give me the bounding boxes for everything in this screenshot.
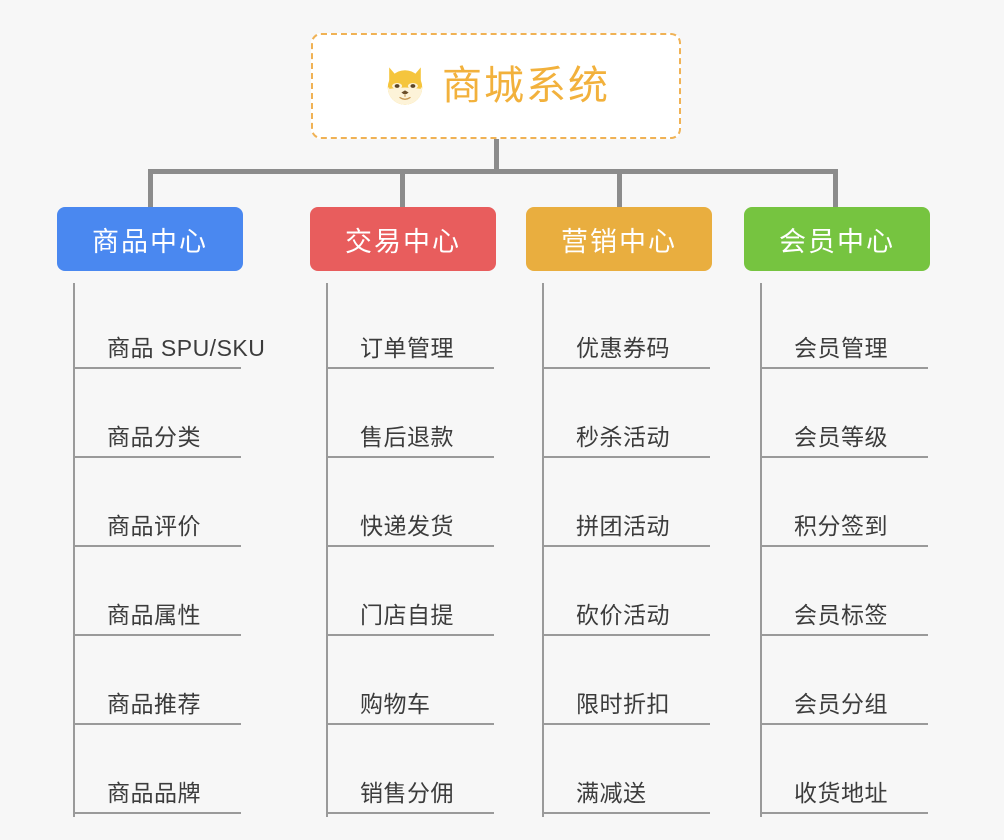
leaf-list-product-center: 商品 SPU/SKU 商品分类 商品评价 商品属性 商品推荐 商品品牌 xyxy=(73,283,273,817)
list-item[interactable]: 购物车 xyxy=(328,639,526,728)
list-item[interactable]: 优惠券码 xyxy=(544,283,742,372)
category-box-member-center[interactable]: 会员中心 xyxy=(744,207,930,271)
list-item[interactable]: 秒杀活动 xyxy=(544,372,742,461)
branch-marketing-center: 营销中心 优惠券码 秒杀活动 拼团活动 砍价活动 限时折扣 满减送 xyxy=(526,207,742,817)
list-item[interactable]: 满减送 xyxy=(544,728,742,817)
list-item[interactable]: 收货地址 xyxy=(762,728,960,817)
list-item[interactable]: 订单管理 xyxy=(328,283,526,372)
list-item[interactable]: 商品 SPU/SKU xyxy=(75,283,273,372)
leaf-label: 拼团活动 xyxy=(576,513,670,539)
branch-member-center: 会员中心 会员管理 会员等级 积分签到 会员标签 会员分组 收货地址 xyxy=(744,207,960,817)
leaf-label: 会员标签 xyxy=(794,602,888,628)
list-item[interactable]: 售后退款 xyxy=(328,372,526,461)
leaf-label: 门店自提 xyxy=(360,602,454,628)
list-item[interactable]: 门店自提 xyxy=(328,550,526,639)
category-box-trade-center[interactable]: 交易中心 xyxy=(310,207,496,271)
category-label: 交易中心 xyxy=(345,226,461,257)
list-item[interactable]: 会员标签 xyxy=(762,550,960,639)
list-item[interactable]: 拼团活动 xyxy=(544,461,742,550)
connector-drop-1 xyxy=(148,169,153,209)
leaf-label: 销售分佣 xyxy=(360,780,454,806)
leaf-label: 限时折扣 xyxy=(576,691,670,717)
list-item[interactable]: 商品分类 xyxy=(75,372,273,461)
leaf-label: 商品属性 xyxy=(107,602,201,628)
leaf-label: 秒杀活动 xyxy=(576,424,670,450)
connector-drop-2 xyxy=(400,169,405,209)
leaf-label: 商品推荐 xyxy=(107,691,201,717)
leaf-label: 会员管理 xyxy=(794,335,888,361)
leaf-label: 商品 SPU/SKU xyxy=(107,335,266,361)
root-title: 商城系统 xyxy=(442,64,610,108)
list-item[interactable]: 商品推荐 xyxy=(75,639,273,728)
list-item[interactable]: 会员管理 xyxy=(762,283,960,372)
branch-trade-center: 交易中心 订单管理 售后退款 快递发货 门店自提 购物车 销售分佣 xyxy=(310,207,526,817)
list-item[interactable]: 快递发货 xyxy=(328,461,526,550)
connector-root-stem xyxy=(494,139,499,173)
leaf-label: 优惠券码 xyxy=(576,335,670,361)
leaf-label: 砍价活动 xyxy=(576,602,670,628)
list-item[interactable]: 积分签到 xyxy=(762,461,960,550)
root-node[interactable]: 商城系统 xyxy=(311,33,681,139)
leaf-list-member-center: 会员管理 会员等级 积分签到 会员标签 会员分组 收货地址 xyxy=(760,283,960,817)
leaf-label: 订单管理 xyxy=(360,335,454,361)
leaf-list-trade-center: 订单管理 售后退款 快递发货 门店自提 购物车 销售分佣 xyxy=(326,283,526,817)
leaf-label: 满减送 xyxy=(576,780,647,806)
list-item[interactable]: 销售分佣 xyxy=(328,728,526,817)
category-label: 商品中心 xyxy=(92,226,208,257)
list-item[interactable]: 会员等级 xyxy=(762,372,960,461)
category-box-marketing-center[interactable]: 营销中心 xyxy=(526,207,712,271)
leaf-label: 积分签到 xyxy=(794,513,888,539)
category-label: 营销中心 xyxy=(561,226,677,257)
list-item[interactable]: 会员分组 xyxy=(762,639,960,728)
leaf-label: 收货地址 xyxy=(794,780,888,806)
leaf-label: 购物车 xyxy=(360,691,431,717)
shiba-dog-face-icon xyxy=(387,67,423,105)
list-item[interactable]: 砍价活动 xyxy=(544,550,742,639)
connector-drop-3 xyxy=(617,169,622,209)
leaf-label: 售后退款 xyxy=(360,424,454,450)
list-item[interactable]: 限时折扣 xyxy=(544,639,742,728)
category-box-product-center[interactable]: 商品中心 xyxy=(57,207,243,271)
leaf-label: 快递发货 xyxy=(360,513,454,539)
list-item[interactable]: 商品品牌 xyxy=(75,728,273,817)
leaf-label: 商品评价 xyxy=(107,513,201,539)
category-label: 会员中心 xyxy=(779,226,895,257)
connector-drop-4 xyxy=(833,169,838,209)
connector-horizontal-bus xyxy=(148,169,837,174)
list-item[interactable]: 商品属性 xyxy=(75,550,273,639)
leaf-label: 商品品牌 xyxy=(107,780,201,806)
branch-product-center: 商品中心 商品 SPU/SKU 商品分类 商品评价 商品属性 商品推荐 商品品牌 xyxy=(57,207,273,817)
leaf-label: 会员分组 xyxy=(794,691,888,717)
leaf-label: 商品分类 xyxy=(107,424,201,450)
leaf-list-marketing-center: 优惠券码 秒杀活动 拼团活动 砍价活动 限时折扣 满减送 xyxy=(542,283,742,817)
list-item[interactable]: 商品评价 xyxy=(75,461,273,550)
leaf-label: 会员等级 xyxy=(794,424,888,450)
